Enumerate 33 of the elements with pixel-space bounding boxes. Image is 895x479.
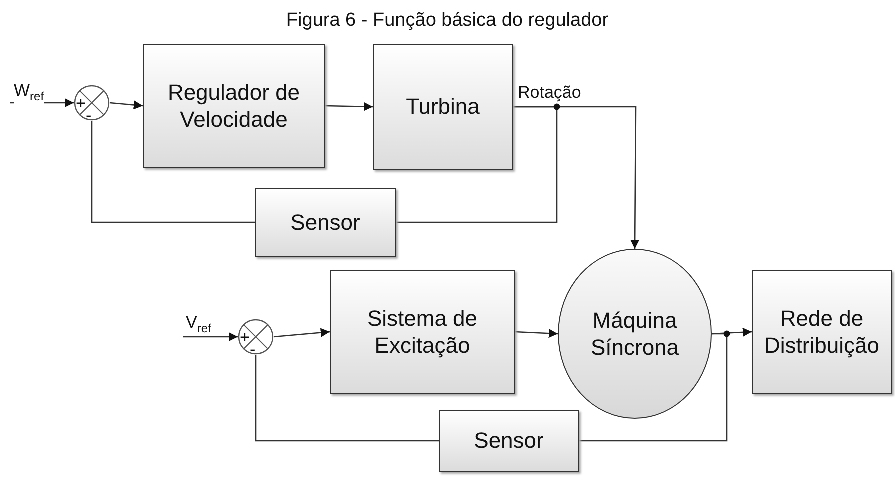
block-box [143,44,325,168]
connector-line [91,121,255,224]
block-label: Turbina [406,93,480,121]
block-box [255,188,396,257]
block-label: Sistema de Excitação [366,304,479,360]
plus-sign: + [240,329,250,346]
arrow [514,329,558,338]
edge-label: V$_{ref}$ [186,314,212,336]
minus-sign: - [250,341,256,358]
connector-line [255,355,439,442]
summing-junction [238,319,274,355]
edge-label: W$_{ref}$ [14,82,44,104]
arrow [183,332,238,342]
connector-line [396,106,558,224]
plus-sign: + [76,95,86,112]
block-label: Sensor [474,427,544,455]
block-box [330,270,515,394]
arrow [274,328,330,338]
arrow [324,102,374,112]
arrow [110,100,144,110]
block-label: Sensor [290,208,360,236]
block-label: Regulador de Velocidade [166,78,302,134]
connector-line [579,333,728,442]
figure-title: Figura 6 - Função básica do regulador [285,10,610,32]
block-box [373,44,513,170]
edge-label: Rotação [518,84,582,103]
block-box [752,270,892,394]
minus-sign: - [86,107,92,124]
block-box [439,410,579,472]
block-label: Máquina Síncrona [590,306,680,362]
summing-junction [74,85,110,121]
arrow [712,328,752,337]
block-label: Rede de Distribuição [764,304,880,360]
